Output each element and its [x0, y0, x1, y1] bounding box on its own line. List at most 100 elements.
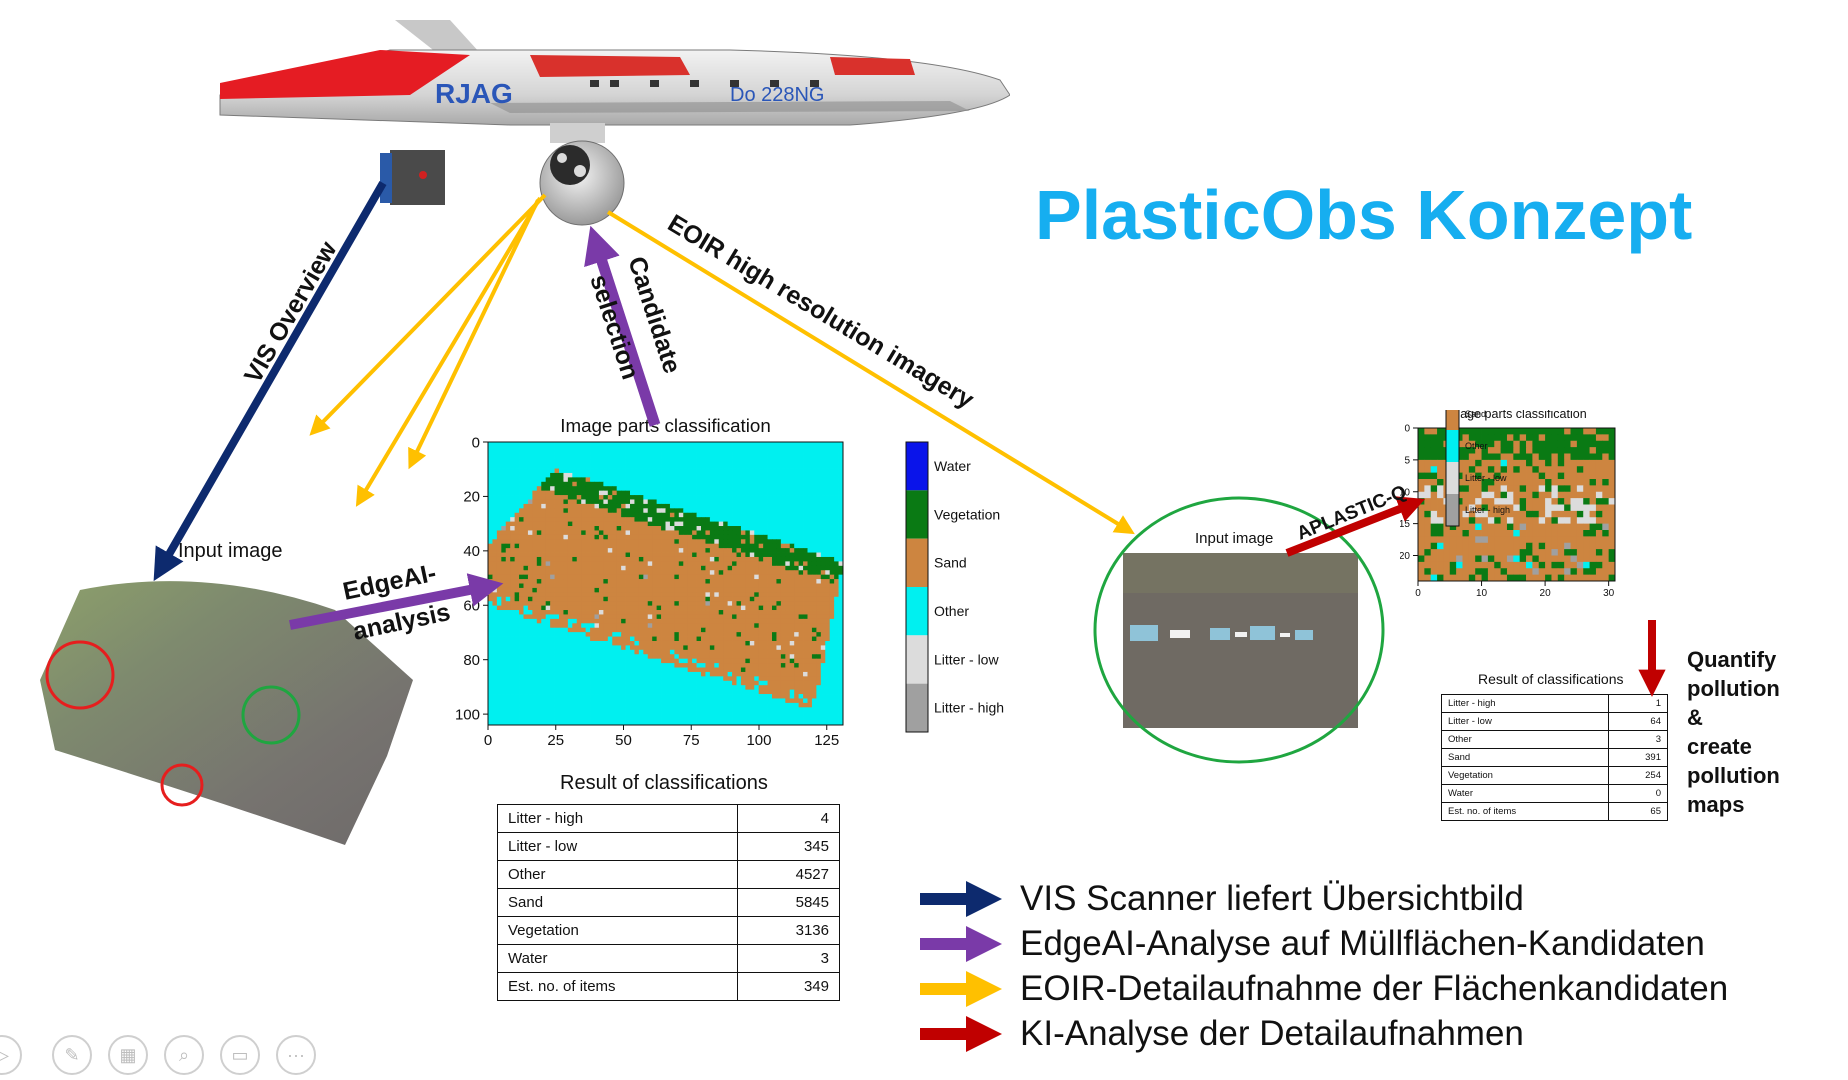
heatmap-cell [519, 508, 524, 514]
heatmap-cell [576, 503, 582, 509]
heatmap-cell [505, 499, 511, 505]
heatmap-cell [687, 481, 693, 487]
heatmap-cell [567, 499, 573, 505]
heatmap-cell [652, 574, 658, 580]
heatmap-cell [514, 508, 520, 514]
heatmap-cell [816, 636, 822, 642]
heatmap-cell [709, 587, 715, 593]
heatmap-cell [536, 610, 542, 615]
heatmap-cell [536, 455, 542, 461]
heatmap-cell [687, 517, 693, 522]
heatmap-cell [794, 464, 800, 469]
heatmap-cell [674, 526, 680, 531]
heatmap-cell [523, 464, 529, 469]
heatmap-cell [638, 640, 644, 646]
heatmap-cell [829, 495, 835, 500]
heatmap-cell [829, 561, 835, 567]
heatmap-cell [718, 658, 724, 664]
heatmap-cell [598, 464, 604, 469]
heatmap-cell [590, 605, 595, 611]
heatmap-cell [678, 455, 684, 461]
heatmap-cell [638, 543, 644, 549]
heatmap-cell [709, 618, 715, 624]
heatmap-cell [780, 636, 786, 642]
heatmap-cell [612, 495, 618, 500]
heatmap-cell [572, 521, 578, 527]
heatmap-cell [807, 574, 813, 580]
heatmap-cell [638, 649, 644, 655]
heatmap-cell [763, 623, 768, 629]
heatmap-cell [758, 477, 764, 483]
heatmap-cell [656, 636, 662, 642]
heatmap-cell [625, 455, 631, 461]
heatmap-cell [674, 574, 680, 580]
heatmap-cell [834, 503, 839, 509]
heatmap-cell [501, 534, 507, 540]
heatmap-cell [803, 579, 808, 584]
heatmap-cell [514, 640, 520, 646]
heatmap-cell [705, 472, 711, 478]
heatmap-cell [656, 605, 662, 611]
heatmap-cell [727, 556, 733, 562]
heatmap-cell [758, 596, 764, 602]
heatmap-cell [523, 490, 529, 496]
heatmap-cell [545, 539, 551, 545]
heatmap-cell [669, 645, 675, 651]
heatmap-cell [625, 552, 631, 558]
heatmap-cell [714, 583, 720, 589]
heatmap-cell [532, 539, 538, 545]
heatmap-cell [536, 495, 542, 500]
heatmap-cell [536, 477, 542, 483]
heatmap-cell [652, 587, 658, 593]
heatmap-cell [820, 450, 826, 456]
heatmap-cell [767, 627, 773, 633]
heatmap-cell [701, 561, 706, 567]
heatmap-cell [585, 583, 591, 589]
heatmap-cell [727, 472, 733, 478]
heatmap-cell [541, 486, 547, 492]
heatmap-cell [536, 663, 542, 668]
heatmap-cell [510, 601, 516, 607]
heatmap-cell [732, 521, 737, 527]
heatmap-cell [634, 658, 640, 664]
heatmap-cell [674, 552, 680, 558]
heatmap-cell [603, 605, 609, 611]
heatmap-cell [723, 658, 729, 664]
heatmap-cell [820, 610, 826, 615]
heatmap-cell [825, 530, 831, 536]
heatmap-cell [834, 512, 839, 518]
heatmap-cell [585, 636, 591, 642]
heatmap-cell [696, 556, 702, 562]
heatmap-cell [758, 459, 764, 465]
heatmap-cell [820, 442, 826, 447]
heatmap-cell [576, 618, 582, 624]
heatmap-cell [674, 499, 680, 505]
heatmap-cell [683, 455, 689, 461]
heatmap-cell [701, 618, 706, 624]
heatmap-cell [825, 543, 831, 549]
heatmap-cell [776, 517, 782, 522]
heatmap-cell [550, 512, 555, 518]
heatmap-cell [638, 534, 644, 540]
heatmap-cell [820, 446, 826, 452]
heatmap-cell [701, 459, 706, 465]
heatmap-cell [798, 455, 804, 461]
heatmap-cell [550, 464, 555, 469]
heatmap-cell [590, 543, 595, 549]
heatmap-cell [785, 508, 791, 514]
heatmap-cell [545, 649, 551, 655]
heatmap-cell [692, 552, 697, 558]
heatmap-cell [643, 636, 649, 642]
heatmap-cell [718, 512, 724, 518]
heatmap-cell [492, 472, 498, 478]
heatmap-cell [696, 539, 702, 545]
heatmap-cell [545, 596, 551, 602]
heatmap-cell [536, 543, 542, 549]
heatmap-cell [709, 614, 715, 620]
heatmap-cell [643, 565, 649, 571]
heatmap-cell [829, 503, 835, 509]
heatmap-cell [825, 499, 831, 505]
heatmap-cell [625, 658, 631, 664]
heatmap-cell [581, 512, 587, 518]
heatmap-cell [794, 632, 800, 637]
